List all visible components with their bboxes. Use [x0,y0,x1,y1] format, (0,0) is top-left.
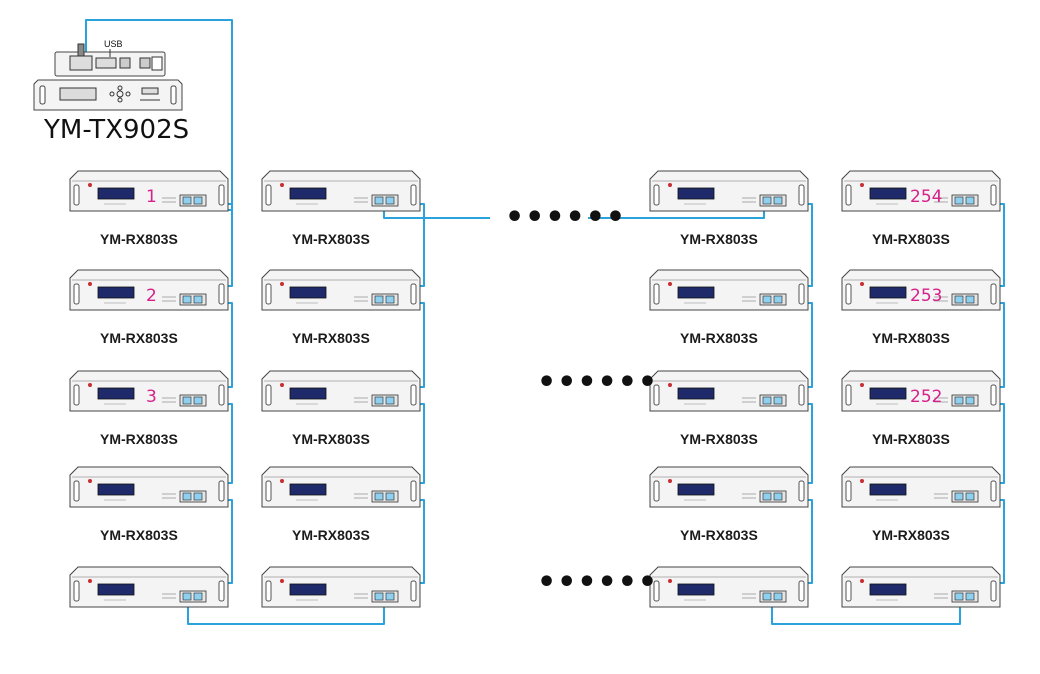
gap-marker-top: •••••• [505,200,626,235]
device-display [289,483,327,496]
device-display [97,187,135,200]
receiver-device [841,466,1001,508]
receiver-model-label: YM-RX803S [100,431,178,447]
receiver-device [69,566,229,608]
device-layer [69,170,1001,608]
receiver-device [649,566,809,608]
device-display [97,387,135,400]
receiver-device [261,566,421,608]
gap-marker-middle: •••••• [537,365,658,400]
receiver-device [261,370,421,412]
receiver-model-label: YM-RX803S [292,330,370,346]
receiver-device [841,370,1001,412]
receiver-device [649,466,809,508]
device-display [869,187,907,200]
device-display [869,286,907,299]
number-layer: 1 2 3 254 253 252 [146,187,942,407]
receiver-device [261,466,421,508]
device-display [289,286,327,299]
receiver-address-number: 252 [910,387,942,407]
receiver-model-label: YM-RX803S [292,431,370,447]
receiver-address-number: 1 [146,187,157,207]
device-display [289,583,327,596]
device-display [289,387,327,400]
receiver-model-label: YM-RX803S [100,231,178,247]
device-display [677,286,715,299]
cable-layer [85,19,1005,625]
receiver-address-number: 254 [910,187,942,207]
receiver-model-label: YM-RX803S [680,527,758,543]
receiver-model-label: YM-RX803S [872,527,950,543]
usb-port-label: USB [104,39,123,49]
receiver-address-number: 3 [146,387,157,407]
device-display [97,583,135,596]
device-display [97,286,135,299]
receiver-device [649,269,809,311]
receiver-model-label: YM-RX803S [872,330,950,346]
device-display [677,583,715,596]
device-display [677,483,715,496]
network-cable [187,599,385,625]
device-display [869,387,907,400]
device-display [677,387,715,400]
device-display [97,483,135,496]
receiver-address-number: 2 [146,286,157,306]
receiver-model-label: YM-RX803S [872,231,950,247]
receiver-device [649,370,809,412]
transmitter-device: USB YM-TX902S [33,39,189,145]
receiver-device [261,269,421,311]
receiver-device [841,170,1001,212]
receiver-device [69,370,229,412]
receiver-device [649,170,809,212]
receiver-model-label: YM-RX803S [100,527,178,543]
transmitter-model-label: YM-TX902S [43,115,189,145]
receiver-device [261,170,421,212]
receiver-device [69,170,229,212]
receiver-device [841,566,1001,608]
network-cable [771,599,961,625]
receiver-model-label: YM-RX803S [680,431,758,447]
receiver-model-label: YM-RX803S [872,431,950,447]
device-display [677,187,715,200]
gap-marker-bottom: •••••• [537,565,658,600]
receiver-model-label: YM-RX803S [680,330,758,346]
receiver-device [69,466,229,508]
receiver-model-label: YM-RX803S [292,527,370,543]
receiver-device [841,269,1001,311]
device-display [869,583,907,596]
receiver-model-label: YM-RX803S [680,231,758,247]
receiver-model-label: YM-RX803S [292,231,370,247]
device-display [869,483,907,496]
label-layer: YM-RX803S YM-RX803S YM-RX803S YM-RX803S YM-R… [100,231,950,543]
receiver-address-number: 253 [910,286,942,306]
receiver-device [69,269,229,311]
receiver-model-label: YM-RX803S [100,330,178,346]
device-display [289,187,327,200]
